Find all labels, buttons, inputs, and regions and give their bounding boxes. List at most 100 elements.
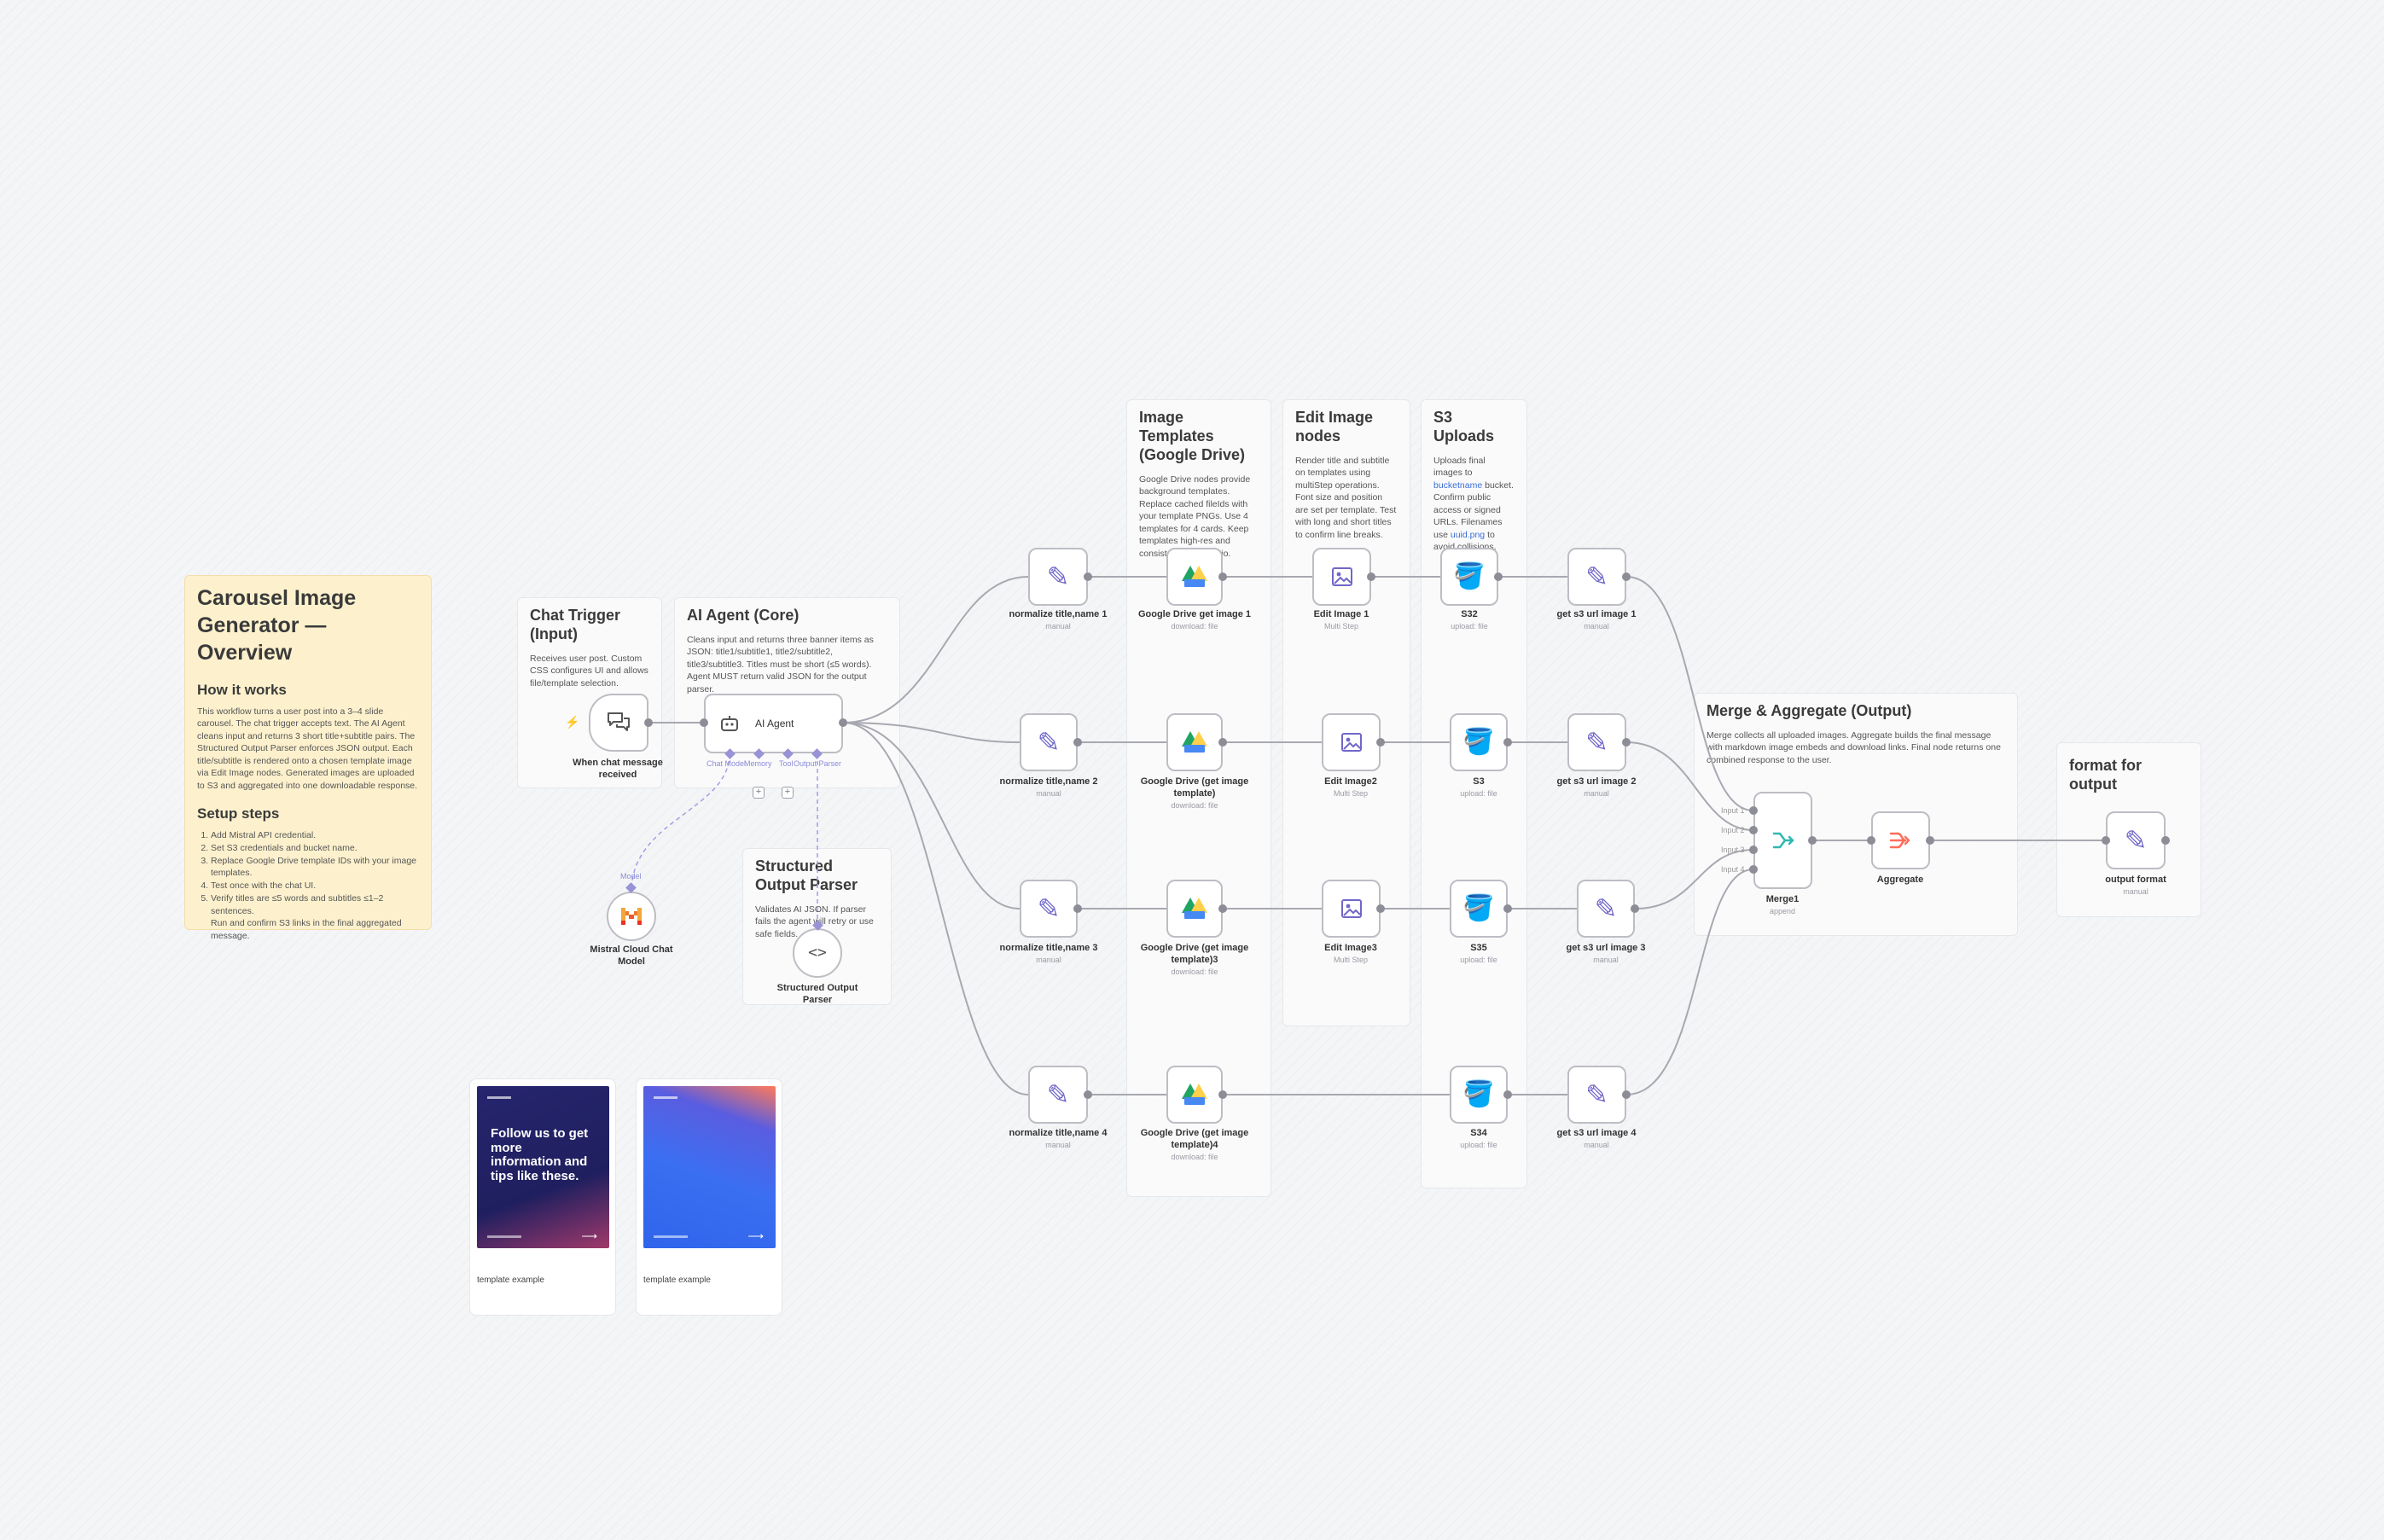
aggregate-input-port[interactable] bbox=[1867, 836, 1875, 845]
normalize-1-output-port[interactable] bbox=[1084, 572, 1092, 581]
edit-image-1-node[interactable] bbox=[1312, 548, 1371, 606]
edit-image-3-node[interactable] bbox=[1322, 880, 1381, 938]
mistral-model-port-label: Model bbox=[620, 872, 642, 880]
template-example-card[interactable]: Follow us to get more information and ti… bbox=[469, 1078, 616, 1316]
s3-text-a: Uploads final images to bbox=[1433, 455, 1486, 479]
image-icon bbox=[1331, 567, 1352, 586]
s3-uploads-note-text: Uploads final images to bucketname bucke… bbox=[1433, 455, 1515, 554]
s3-upload-4-node[interactable]: 🪣 bbox=[1450, 1066, 1508, 1124]
template-mini-bar bbox=[487, 1096, 511, 1099]
parser-label: Structured Output Parser bbox=[762, 983, 873, 1007]
s3-uploads-note[interactable]: S3 Uploads Uploads final images to bucke… bbox=[1421, 399, 1527, 1188]
edit-image-1-output-port[interactable] bbox=[1367, 572, 1375, 581]
chat-trigger-note-text: Receives user post. Custom CSS configure… bbox=[530, 653, 648, 689]
normalize-3-output-port[interactable] bbox=[1073, 904, 1082, 913]
normalize-4-output-port[interactable] bbox=[1084, 1090, 1092, 1099]
s3-1-sub: upload: file bbox=[1451, 621, 1488, 631]
normalize-title-3-node[interactable]: ✎ bbox=[1020, 880, 1078, 938]
template-example-card[interactable]: ⟶ template example bbox=[636, 1078, 782, 1316]
get-s3-url-1-node[interactable]: ✎ bbox=[1567, 548, 1626, 606]
ai-agent-input-port[interactable] bbox=[700, 718, 708, 727]
url-2-output-port[interactable] bbox=[1622, 738, 1631, 747]
google-drive-3-node[interactable] bbox=[1166, 880, 1223, 938]
merge-input-port[interactable] bbox=[1749, 865, 1758, 874]
normalize-4-sub: manual bbox=[1045, 1140, 1071, 1149]
edit-image-1-title: Edit Image 1 bbox=[1313, 609, 1369, 619]
aggregate-output-port[interactable] bbox=[1926, 836, 1934, 845]
add-tool-button[interactable]: + bbox=[782, 787, 794, 799]
url-4-title: get s3 url image 4 bbox=[1556, 1128, 1637, 1138]
edit-image-1-sub: Multi Step bbox=[1323, 621, 1359, 631]
gdrive-2-output-port[interactable] bbox=[1218, 738, 1227, 747]
chat-trigger-node[interactable] bbox=[589, 694, 648, 752]
url-3-sub: manual bbox=[1593, 955, 1619, 964]
gdrive-1-title: Google Drive get image 1 bbox=[1137, 609, 1252, 619]
edit-image-2-output-port[interactable] bbox=[1376, 738, 1385, 747]
url-1-output-port[interactable] bbox=[1622, 572, 1631, 581]
normalize-title-1-node[interactable]: ✎ bbox=[1028, 548, 1088, 606]
get-s3-url-3-node[interactable]: ✎ bbox=[1577, 880, 1635, 938]
template-preview-text: Follow us to get more information and ti… bbox=[491, 1126, 589, 1183]
s3-upload-3-node[interactable]: 🪣 bbox=[1450, 880, 1508, 938]
edit-image-2-title: Edit Image2 bbox=[1324, 776, 1377, 787]
google-drive-1-node[interactable] bbox=[1166, 548, 1223, 606]
structured-output-parser-node[interactable]: <> bbox=[793, 928, 842, 978]
output-format-output-port[interactable] bbox=[2161, 836, 2170, 845]
get-s3-url-2-node[interactable]: ✎ bbox=[1567, 713, 1626, 771]
merge-input-port[interactable] bbox=[1749, 846, 1758, 854]
google-drive-2-node[interactable] bbox=[1166, 713, 1223, 771]
normalize-2-output-port[interactable] bbox=[1073, 738, 1082, 747]
s3-1-output-port[interactable] bbox=[1494, 572, 1503, 581]
aggregate-node[interactable] bbox=[1871, 811, 1930, 869]
output-format-input-port[interactable] bbox=[2102, 836, 2110, 845]
s3-upload-2-node[interactable]: 🪣 bbox=[1450, 713, 1508, 771]
s3-4-output-port[interactable] bbox=[1503, 1090, 1512, 1099]
edit-image-note-title: Edit Image nodes bbox=[1295, 409, 1374, 445]
ai-agent-output-port[interactable] bbox=[839, 718, 847, 727]
s3-2-output-port[interactable] bbox=[1503, 738, 1512, 747]
how-it-works-text: This workflow turns a user post into a 3… bbox=[197, 706, 418, 791]
output-format-node[interactable]: ✎ bbox=[2106, 811, 2166, 869]
gdrive-1-output-port[interactable] bbox=[1218, 572, 1227, 581]
edit-image-note-text: Render title and subtitle on templates u… bbox=[1295, 455, 1397, 540]
s3-uploads-note-title: S3 Uploads bbox=[1433, 409, 1495, 445]
template-mini-bar bbox=[654, 1096, 677, 1099]
gdrive-4-output-port[interactable] bbox=[1218, 1090, 1227, 1099]
image-templates-note[interactable]: Image Templates (Google Drive) Google Dr… bbox=[1126, 399, 1271, 1197]
edit-image-3-sub: Multi Step bbox=[1333, 955, 1369, 964]
normalize-4-title: normalize title,name 4 bbox=[1009, 1128, 1108, 1138]
edit-image-2-node[interactable] bbox=[1322, 713, 1381, 771]
url-1-title: get s3 url image 1 bbox=[1556, 609, 1637, 619]
s3-upload-1-node[interactable]: 🪣 bbox=[1440, 548, 1498, 606]
merge-node[interactable] bbox=[1753, 792, 1812, 889]
ai-agent-port-label: Memory bbox=[744, 759, 772, 768]
edit-image-3-output-port[interactable] bbox=[1376, 904, 1385, 913]
setup-step: Test once with the chat UI. bbox=[211, 880, 419, 892]
mistral-chat-model-node[interactable] bbox=[607, 892, 656, 941]
merge-input-port[interactable] bbox=[1749, 806, 1758, 815]
gdrive-2-title: Google Drive (get image template) bbox=[1140, 776, 1249, 799]
get-s3-url-4-node[interactable]: ✎ bbox=[1567, 1066, 1626, 1124]
google-drive-4-node[interactable] bbox=[1166, 1066, 1223, 1124]
chat-trigger-output-port[interactable] bbox=[644, 718, 653, 727]
s3-3-output-port[interactable] bbox=[1503, 904, 1512, 913]
image-templates-note-text: Google Drive nodes provide background te… bbox=[1139, 474, 1251, 559]
parser-title: Structured Output Parser bbox=[776, 983, 858, 1005]
setup-steps-heading: Setup steps bbox=[197, 805, 280, 822]
overview-note[interactable]: Carousel Image Generator — Overview How … bbox=[184, 575, 432, 941]
normalize-title-4-node[interactable]: ✎ bbox=[1028, 1066, 1088, 1124]
add-memory-button[interactable]: + bbox=[753, 787, 765, 799]
gdrive-3-output-port[interactable] bbox=[1218, 904, 1227, 913]
normalize-title-2-node[interactable]: ✎ bbox=[1020, 713, 1078, 771]
url-3-output-port[interactable] bbox=[1631, 904, 1639, 913]
url-4-output-port[interactable] bbox=[1622, 1090, 1631, 1099]
merge-input-port[interactable] bbox=[1749, 826, 1758, 834]
ai-agent-node[interactable]: AI Agent bbox=[704, 694, 843, 753]
merge-output-port[interactable] bbox=[1808, 836, 1817, 845]
